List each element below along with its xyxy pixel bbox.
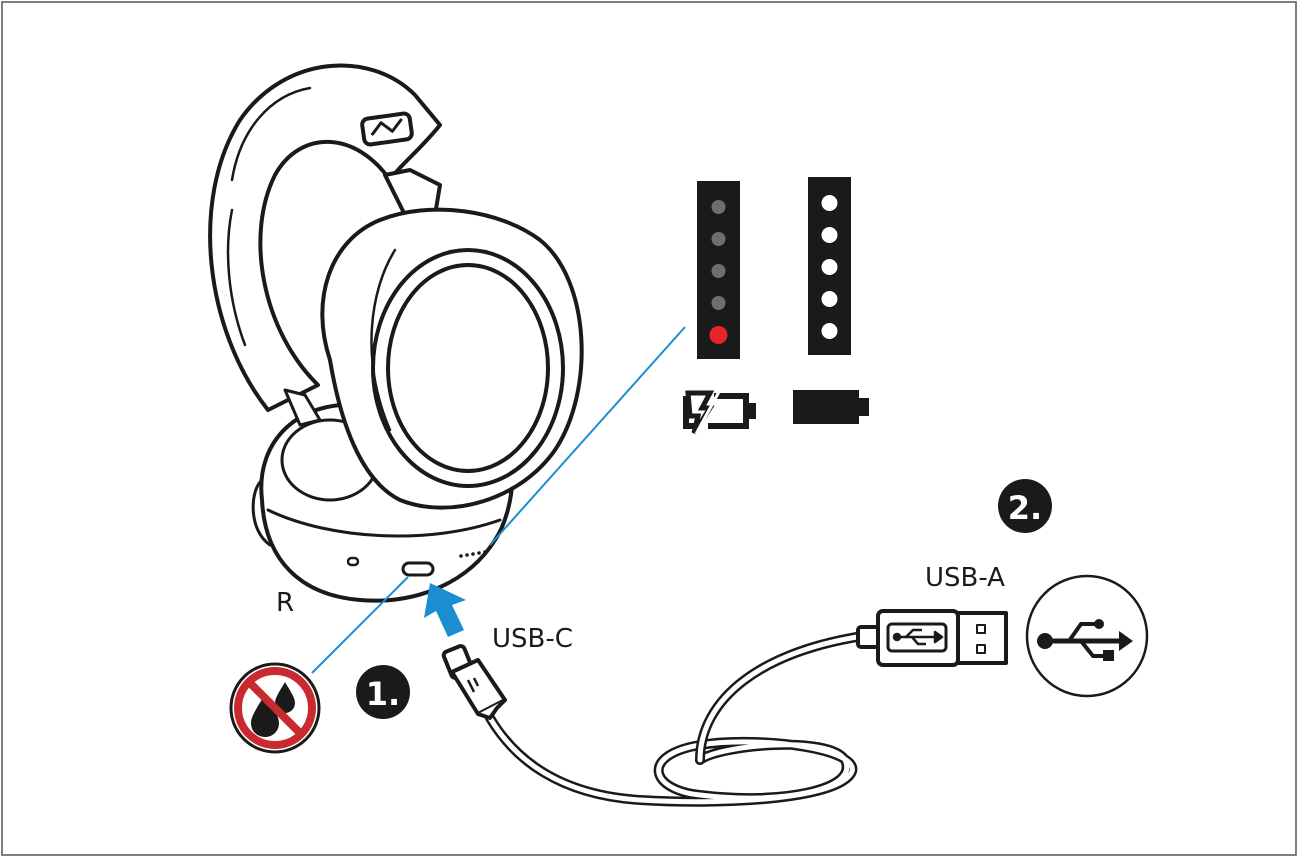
led-bars: [697, 177, 851, 359]
earcup: [320, 207, 584, 510]
side-label: R: [276, 588, 294, 618]
usb-c-label: USB-C: [492, 624, 573, 654]
callout-line-leds: [489, 326, 686, 546]
step1-number: 1.: [366, 675, 400, 713]
usb-a-label: USB-A: [925, 563, 1005, 593]
step2-badge: 2.: [998, 479, 1052, 533]
usb-cable: [485, 630, 875, 807]
insert-arrow-icon: [424, 583, 466, 637]
headband-slider: [383, 168, 442, 217]
usb-symbol-icon: [1025, 574, 1149, 698]
usb-c-port: [401, 561, 435, 577]
led-charged-3: [821, 259, 838, 275]
led-charging-5: [709, 326, 728, 344]
step1-badge: 1.: [356, 665, 410, 719]
led-charging-2: [711, 232, 726, 246]
headband: [208, 63, 442, 412]
usb-c-connector: [441, 644, 507, 720]
usb-a-connector: [856, 609, 1008, 667]
led-indicator-dots: [459, 550, 487, 558]
callout-line-port: [311, 576, 409, 674]
battery-full-icon: [793, 390, 869, 424]
led-charged-5: [821, 323, 838, 339]
battery-charging-icon: [683, 389, 756, 435]
led-charging-4: [711, 296, 726, 310]
led-charging-3: [711, 264, 726, 278]
led-charged-1: [821, 195, 838, 211]
led-charged-2: [821, 227, 838, 243]
led-charged-4: [821, 291, 838, 307]
mic-hole: [346, 556, 360, 567]
brand-logo: [360, 111, 414, 147]
led-charging-1: [711, 200, 726, 214]
step2-number: 2.: [1008, 489, 1042, 527]
no-liquid-icon: [229, 662, 321, 754]
earcup-plate: [386, 263, 550, 473]
